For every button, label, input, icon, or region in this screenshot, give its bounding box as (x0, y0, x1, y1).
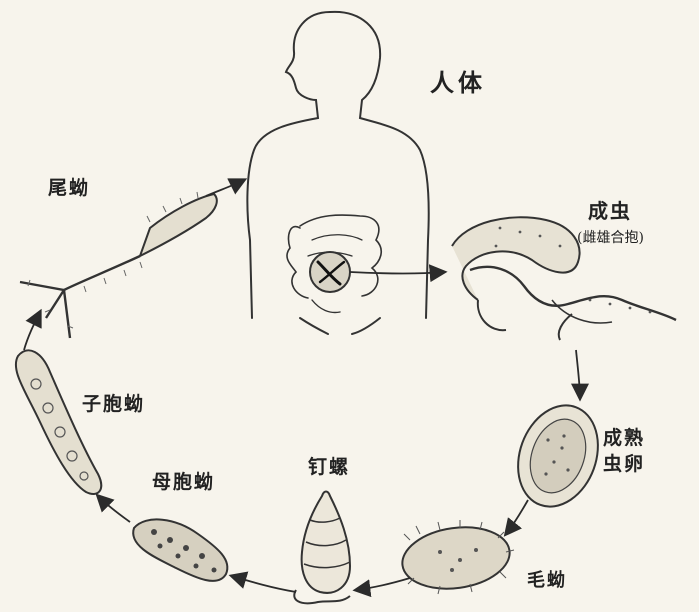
cercaria-drawing (20, 192, 217, 338)
mature-egg-drawing (505, 394, 612, 518)
snail-drawing (294, 492, 350, 604)
label-adult-worm-note: (雌雄合抱) (577, 231, 644, 246)
label-snail: 钉螺 (308, 457, 350, 478)
label-daughter-sporocyst: 子胞蚴 (82, 394, 145, 415)
label-miracidium: 毛蚴 (527, 571, 567, 591)
label-human-body: 人体 (430, 70, 486, 96)
human-body-figure (247, 12, 428, 334)
label-mother-sporocyst: 母胞蚴 (152, 472, 215, 493)
label-mature-egg: 成熟虫卵 (603, 426, 649, 477)
label-cercaria: 尾蚴 (48, 178, 90, 199)
label-adult-worm: 成虫 (588, 200, 632, 222)
miracidium-drawing (398, 520, 514, 595)
mother-sporocyst-drawing (133, 519, 227, 580)
daughter-sporocyst-drawing (16, 350, 101, 494)
